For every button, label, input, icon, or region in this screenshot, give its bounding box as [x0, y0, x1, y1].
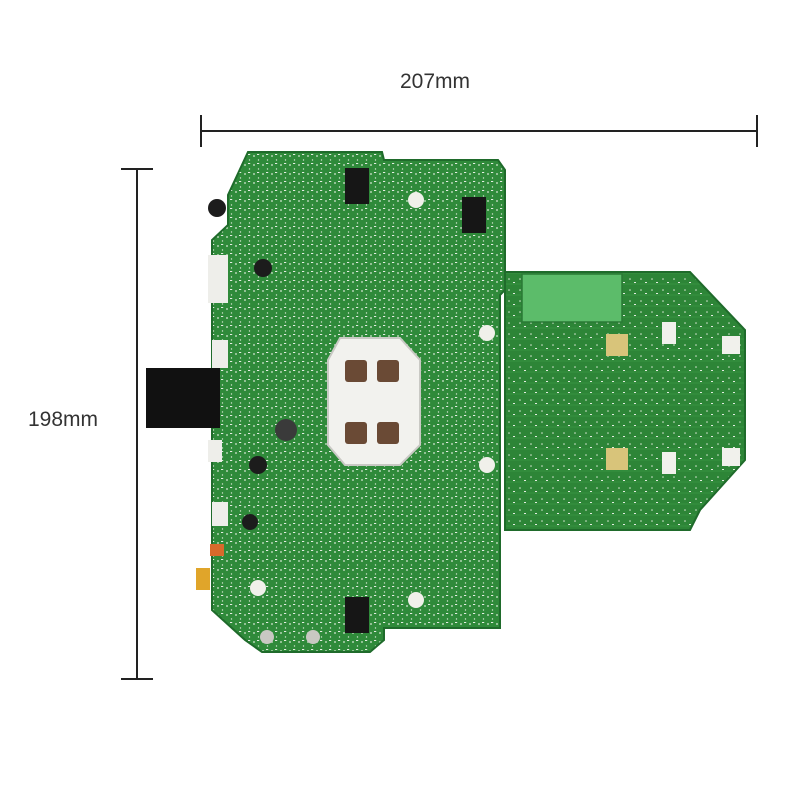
power-jack-housing: [146, 368, 220, 428]
height-dimension-line: [121, 168, 153, 680]
screw-hole: [479, 457, 495, 473]
antenna-module: [521, 273, 623, 323]
white-connector: [212, 340, 228, 368]
screw-hole: [408, 592, 424, 608]
screw-hole: [250, 580, 266, 596]
terminal-tab: [345, 422, 367, 444]
black-connector: [345, 597, 369, 633]
width-dimension-line: [200, 115, 758, 147]
black-connector: [462, 197, 486, 233]
fuse: [196, 568, 210, 590]
capacitor: [254, 259, 272, 277]
pad-square: [606, 334, 628, 356]
capacitor: [208, 199, 226, 217]
terminal-tab: [377, 422, 399, 444]
screw-hole: [479, 325, 495, 341]
fuse: [210, 544, 224, 556]
led: [260, 630, 274, 644]
height-dimension-label: 198mm: [28, 408, 99, 431]
connector-small: [722, 448, 740, 466]
pad-square: [606, 448, 628, 470]
black-connector: [345, 168, 369, 204]
led: [306, 630, 320, 644]
daughter-pcb-board: [504, 271, 746, 531]
center-mount: [327, 337, 421, 466]
connector-small: [722, 336, 740, 354]
terminal-tab: [377, 360, 399, 382]
capacitor: [242, 514, 258, 530]
white-connector: [208, 255, 228, 303]
terminal-tab: [345, 360, 367, 382]
connector-small: [662, 322, 676, 344]
capacitor: [249, 456, 267, 474]
connector-small: [662, 452, 676, 474]
capacitor: [275, 419, 297, 441]
white-connector: [212, 502, 228, 526]
screw-hole: [408, 192, 424, 208]
white-connector: [208, 440, 222, 462]
width-dimension-label: 207mm: [400, 70, 471, 93]
